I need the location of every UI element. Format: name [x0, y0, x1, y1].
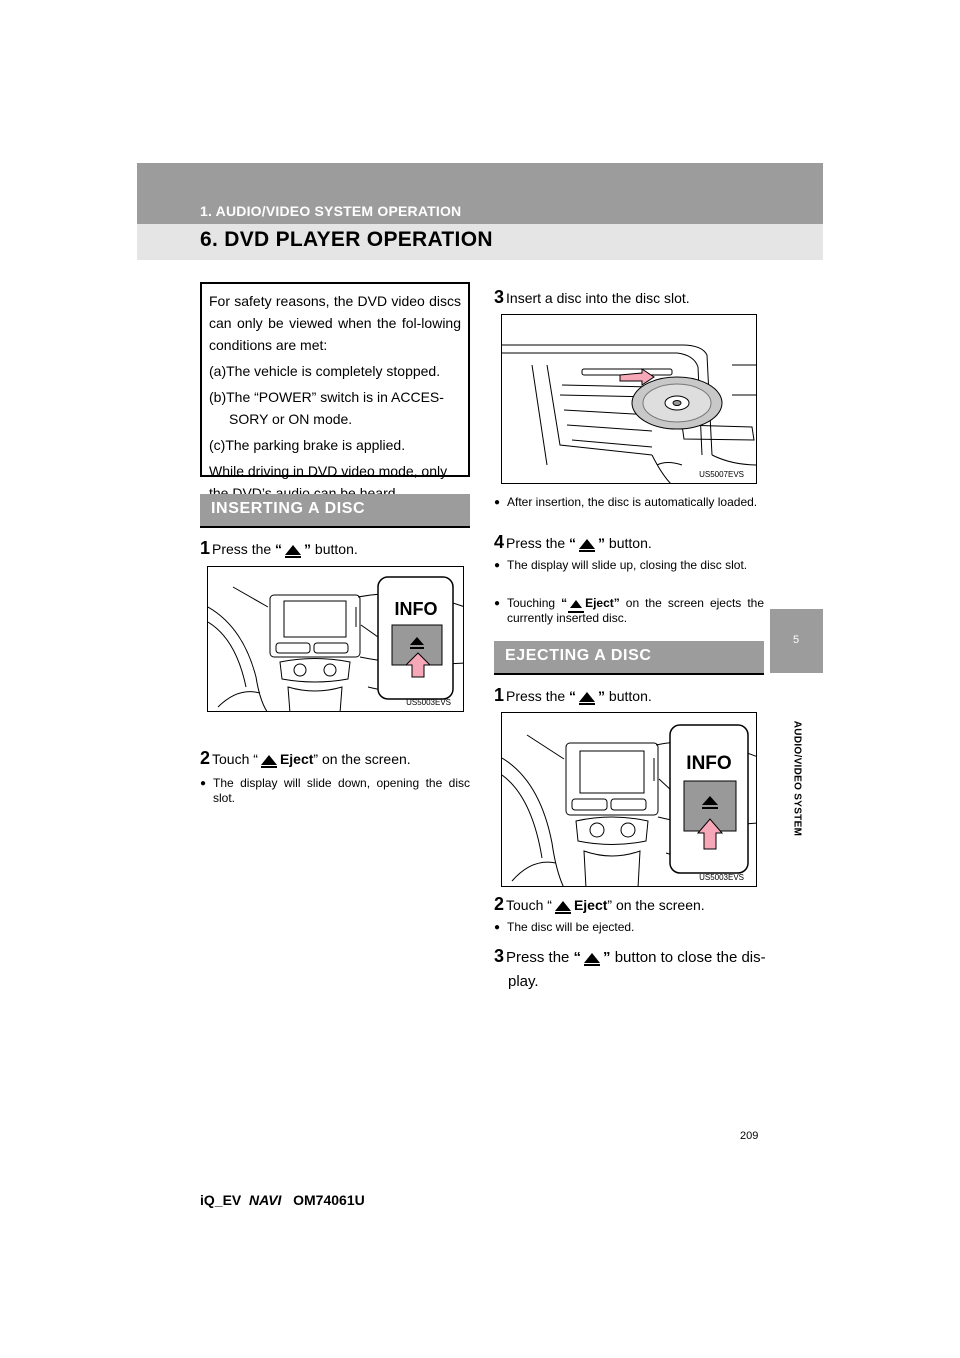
note-condition-b: (b)The “POWER” switch is in ACCES-SORY o… — [209, 389, 444, 427]
info-label: INFO — [395, 599, 438, 619]
chapter-number: 5 — [792, 634, 800, 646]
ejecting-heading-text: EJECTING A DISC — [505, 647, 652, 664]
safety-note: For safety reasons, the DVD video discs … — [200, 282, 470, 501]
dashboard-figure-2: INFO US5003EVS — [501, 712, 757, 887]
figure-code: US5003EVS — [699, 873, 744, 882]
eject-step-2-note: The disc will be ejected. — [494, 920, 764, 935]
insert-step-4-note-b: Touching “Eject” on the screen ejects th… — [494, 596, 764, 626]
dashboard-figure: INFO US5003EVS — [207, 566, 464, 712]
note-intro: For safety reasons, the DVD video discs … — [209, 293, 461, 353]
eject-icon — [285, 545, 302, 558]
eject-icon — [568, 600, 585, 613]
title-band — [137, 224, 823, 260]
disc-insert-illustration — [502, 344, 756, 483]
note-condition-c: (c)The parking brake is applied. — [209, 437, 406, 453]
header-band — [137, 163, 823, 224]
page-number: 209 — [740, 1130, 759, 1142]
disc-insert-figure: US5007EVS — [501, 314, 757, 484]
chapter-label-text: AUDIO/VIDEO SYSTEM — [791, 720, 803, 837]
eject-icon — [584, 953, 601, 966]
figure-code: US5007EVS — [699, 470, 744, 479]
insert-step-4-note-a: The display will slide up, closing the d… — [494, 558, 764, 573]
figure-code: US5003EVS — [406, 698, 451, 707]
chapter-label: AUDIO/VIDEO SYSTEM — [790, 681, 804, 881]
footer: iQ_EV NAVI OM74061U — [200, 1192, 365, 1208]
insert-step-2-note: The display will slide down, opening the… — [200, 776, 470, 806]
eject-icon — [260, 755, 277, 768]
page-title: 6. DVD PLAYER OPERATION — [200, 228, 493, 251]
dashboard-illustration: INFO — [208, 576, 463, 711]
eject-icon — [579, 692, 596, 705]
inserting-heading-text: INSERTING A DISC — [211, 500, 366, 517]
eject-icon — [579, 539, 596, 552]
ejecting-heading: EJECTING A DISC — [494, 641, 764, 675]
eject-icon — [554, 901, 571, 914]
chapter-tab — [770, 609, 823, 673]
insert-step-3-note: After insertion, the disc is automatical… — [494, 495, 764, 510]
dashboard-illustration: INFO — [502, 724, 756, 886]
section-title: 1. AUDIO/VIDEO SYSTEM OPERATION — [200, 203, 462, 219]
note-condition-a: (a)The vehicle is completely stopped. — [209, 363, 441, 379]
inserting-heading: INSERTING A DISC — [200, 494, 470, 528]
info-label: INFO — [686, 753, 731, 774]
